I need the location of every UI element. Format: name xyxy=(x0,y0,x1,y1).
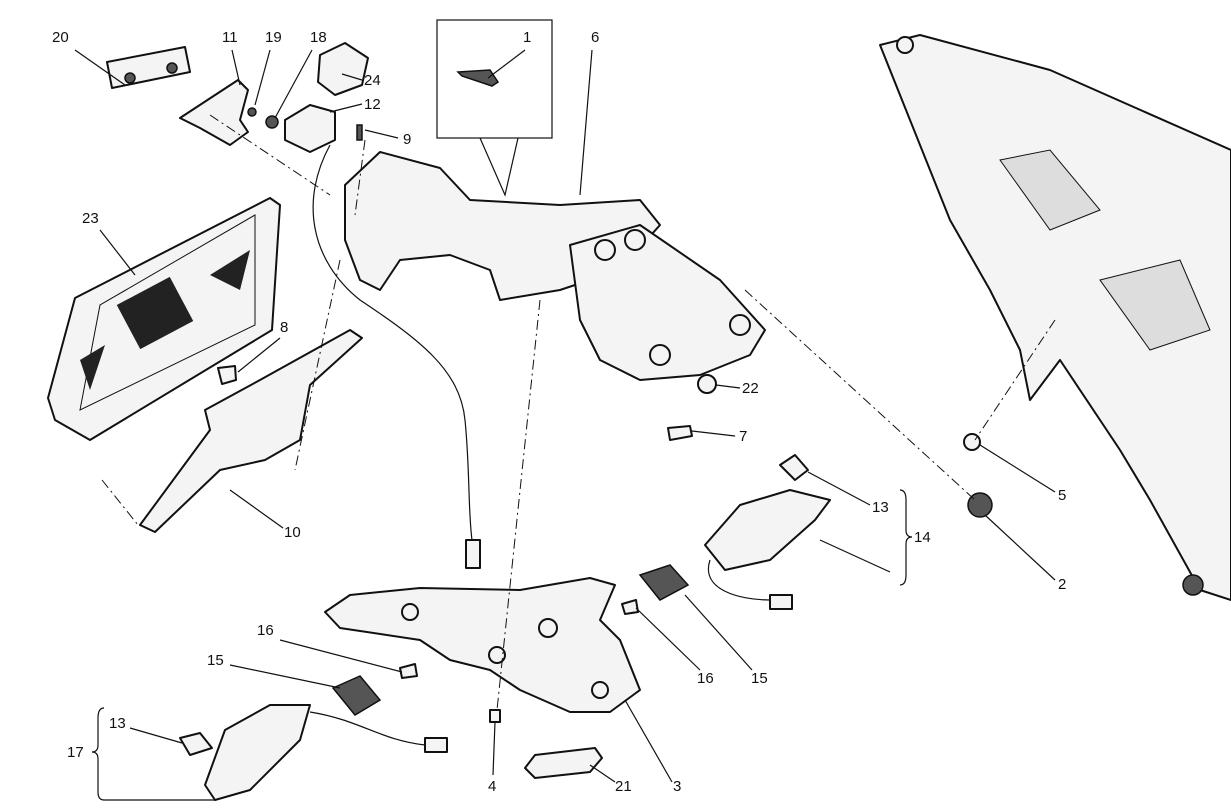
left-turn-indicator xyxy=(179,675,448,801)
callout-labels: 20 11 19 18 24 12 9 1 6 23 8 10 22 7 13 … xyxy=(52,29,1066,795)
callout-5: 5 xyxy=(1058,487,1066,504)
plate-light-lens xyxy=(106,46,191,89)
callout-10: 10 xyxy=(284,524,301,541)
rear-holder xyxy=(344,151,766,381)
screw-7 xyxy=(667,425,693,441)
wire-harness xyxy=(312,144,473,541)
callout-15-right: 15 xyxy=(751,670,768,687)
grommet-5 xyxy=(963,433,981,451)
callout-15-left: 15 xyxy=(207,652,224,669)
license-plate-holder xyxy=(47,197,281,441)
callout-8: 8 xyxy=(280,319,288,336)
wire-connector xyxy=(465,539,481,569)
washer-22 xyxy=(697,374,717,394)
callout-13-right: 13 xyxy=(872,499,889,516)
lower-mount-bracket xyxy=(324,577,641,713)
reflector-21 xyxy=(524,747,603,779)
callout-19: 19 xyxy=(265,29,282,46)
screw-16a xyxy=(399,663,418,679)
callout-4: 4 xyxy=(488,778,496,795)
callout-18: 18 xyxy=(310,29,327,46)
callout-6: 6 xyxy=(591,29,599,46)
leader-lines xyxy=(74,49,1056,801)
connector-housing xyxy=(284,104,336,153)
callout-14: 14 xyxy=(914,529,931,546)
rubber-mount-2 xyxy=(967,492,993,518)
light-bracket xyxy=(179,79,249,146)
callout-2: 2 xyxy=(1058,576,1066,593)
rear-subframe xyxy=(879,34,1231,601)
callout-3: 3 xyxy=(673,778,681,795)
callout-13-left: 13 xyxy=(109,715,126,732)
clip-part-1 xyxy=(456,69,500,87)
callout-16-left: 16 xyxy=(257,622,274,639)
callout-12: 12 xyxy=(364,96,381,113)
screw-8 xyxy=(217,365,237,385)
washer-19 xyxy=(247,107,257,117)
callout-23: 23 xyxy=(82,210,99,227)
screw-16b xyxy=(621,599,639,615)
callout-21: 21 xyxy=(615,778,632,795)
callout-16-right: 16 xyxy=(697,670,714,687)
callout-20: 20 xyxy=(52,29,69,46)
callout-11: 11 xyxy=(222,29,238,46)
callout-22: 22 xyxy=(742,380,759,397)
callout-1: 1 xyxy=(523,29,531,46)
inset-box xyxy=(436,19,553,139)
callout-17: 17 xyxy=(67,744,84,761)
callout-9: 9 xyxy=(403,131,411,148)
screw-4 xyxy=(489,709,501,723)
assembly-lines xyxy=(101,114,1056,711)
nut-18 xyxy=(265,115,279,129)
right-turn-indicator xyxy=(638,454,831,610)
plate-bracket xyxy=(139,329,363,533)
callout-24: 24 xyxy=(364,72,381,89)
connector-cover xyxy=(317,42,369,96)
callout-7: 7 xyxy=(739,428,747,445)
screw-9 xyxy=(356,124,363,141)
